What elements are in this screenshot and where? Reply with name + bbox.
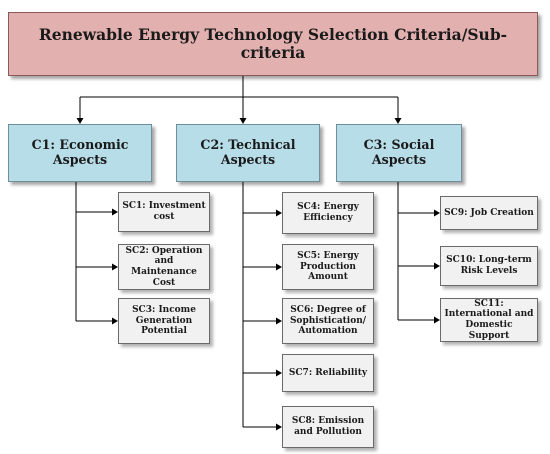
criterion-c1: C1: Economic Aspects [8,124,152,182]
drop-arrow-c1 [76,118,84,124]
branch-arrow-sc1 [112,208,118,216]
subcriterion-sc1: SC1: Investment cost [118,192,210,232]
branch-arrow-sc4 [276,209,282,217]
drop-arrow-c2 [239,118,247,124]
subcriterion-sc2: SC2: Operation and Maintenance Cost [118,244,210,290]
criterion-c3: C3: Social Aspects [336,124,462,182]
branch-arrow-sc9 [434,209,440,217]
branch-arrow-sc5 [276,263,282,271]
branch-arrow-sc8 [276,423,282,431]
subcriterion-sc11: SC11: International and Domestic Support [440,298,538,342]
subcriterion-sc5: SC5: Energy Production Amount [282,244,374,290]
branch-arrow-sc2 [112,263,118,271]
branch-arrow-sc6 [276,317,282,325]
branch-arrow-sc11 [434,316,440,324]
subcriterion-sc4: SC4: Energy Efficiency [282,192,374,234]
subcriterion-sc3: SC3: Income Generation Potential [118,298,210,344]
branch-arrow-sc10 [434,262,440,270]
drop-arrow-c3 [394,118,402,124]
subcriterion-sc8: SC8: Emission and Pollution [282,406,374,448]
criterion-c2: C2: Technical Aspects [176,124,320,182]
branch-arrow-sc7 [276,369,282,377]
subcriterion-sc6: SC6: Degree of Sophistication/ Automatio… [282,298,374,344]
branch-arrow-sc3 [112,317,118,325]
subcriterion-sc7: SC7: Reliability [282,354,374,392]
subcriterion-sc9: SC9: Job Creation [440,196,538,230]
root-node: Renewable Energy Technology Selection Cr… [8,12,538,76]
subcriterion-sc10: SC10: Long-term Risk Levels [440,246,538,286]
